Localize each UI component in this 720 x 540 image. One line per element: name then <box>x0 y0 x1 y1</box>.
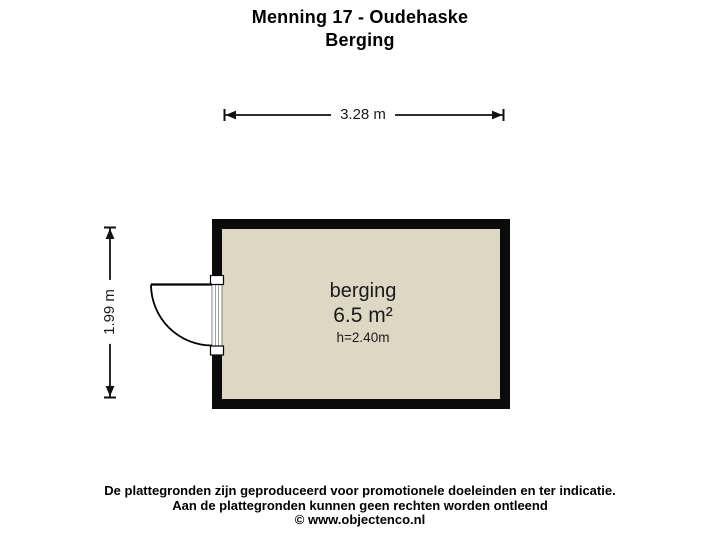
door-swing-arc <box>150 284 213 347</box>
room-area: 6.5 m² <box>333 304 393 327</box>
arrowhead-left-icon <box>225 110 236 120</box>
door <box>150 274 225 356</box>
room-ceiling-height: h=2.40m <box>336 330 390 345</box>
door-jamb-bottom <box>209 345 225 356</box>
height-dimension-label: 1.99 m <box>99 280 121 344</box>
door-opening <box>211 275 223 356</box>
room-berging <box>212 219 510 409</box>
width-dimension-label: 3.28 m <box>331 104 395 126</box>
room-name: berging <box>329 280 397 302</box>
page-title: Menning 17 - Oudehaske <box>251 7 469 27</box>
door-jamb-top <box>209 274 225 286</box>
room-floor <box>222 229 500 399</box>
room-label-block: berging 6.5 m² h=2.40m <box>330 279 397 347</box>
footer-disclaimer: De plattegronden zijn geproduceerd voor … <box>0 483 720 528</box>
arrowhead-down-icon <box>105 386 115 397</box>
arrowhead-right-icon <box>492 110 503 120</box>
disclaimer-line-1: De plattegronden zijn geproduceerd voor … <box>104 483 616 498</box>
copyright-line: © www.objectenco.nl <box>294 512 426 527</box>
arrowhead-up-icon <box>105 228 115 239</box>
disclaimer-line-2: Aan de plattegronden kunnen geen rechten… <box>172 497 548 513</box>
page-subtitle: Berging <box>325 30 395 50</box>
title-block: Menning 17 - Oudehaske Berging <box>0 6 720 52</box>
